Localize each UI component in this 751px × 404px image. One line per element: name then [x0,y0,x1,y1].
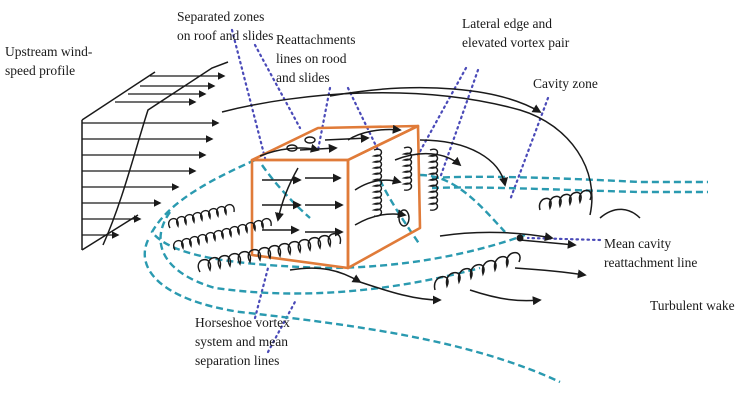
leader-cavity [508,96,550,202]
horseshoe-loops [168,204,342,273]
wake-loops [221,86,641,306]
label-cavity-zone: Cavity zone [533,76,598,91]
leader-lines [230,28,602,354]
leader-horseshoe-1 [266,298,298,354]
leader-reattach-1 [316,86,332,152]
vortex-coils [286,136,439,227]
label-upstream-profile: Upstream wind- speed profile [5,44,93,78]
mean-cavity-point [516,234,524,242]
label-horseshoe-vortex: Horseshoe vortex system and mean separat… [195,315,290,368]
leader-lateral-2 [438,68,480,180]
leader-reattach-2 [346,86,380,152]
surface-flow [259,124,407,237]
leader-separated-2 [253,43,302,130]
leader-separated-1 [230,28,267,160]
leader-horseshoe-2 [253,266,270,320]
label-mean-cavity-reattachment: Mean cavity reattachment line [604,236,698,270]
separation-lines [143,158,708,384]
label-turbulent-wake: Turbulent wake [650,298,735,313]
leader-meancavity [526,236,602,242]
label-reattachment-lines: Reattachments lines on rood and slides [276,32,356,85]
label-separated-zones: Separated zones on roof and slides [177,9,274,43]
wind-profile [81,61,229,251]
label-lateral-edge: Lateral edge and elevated vortex pair [462,16,570,50]
